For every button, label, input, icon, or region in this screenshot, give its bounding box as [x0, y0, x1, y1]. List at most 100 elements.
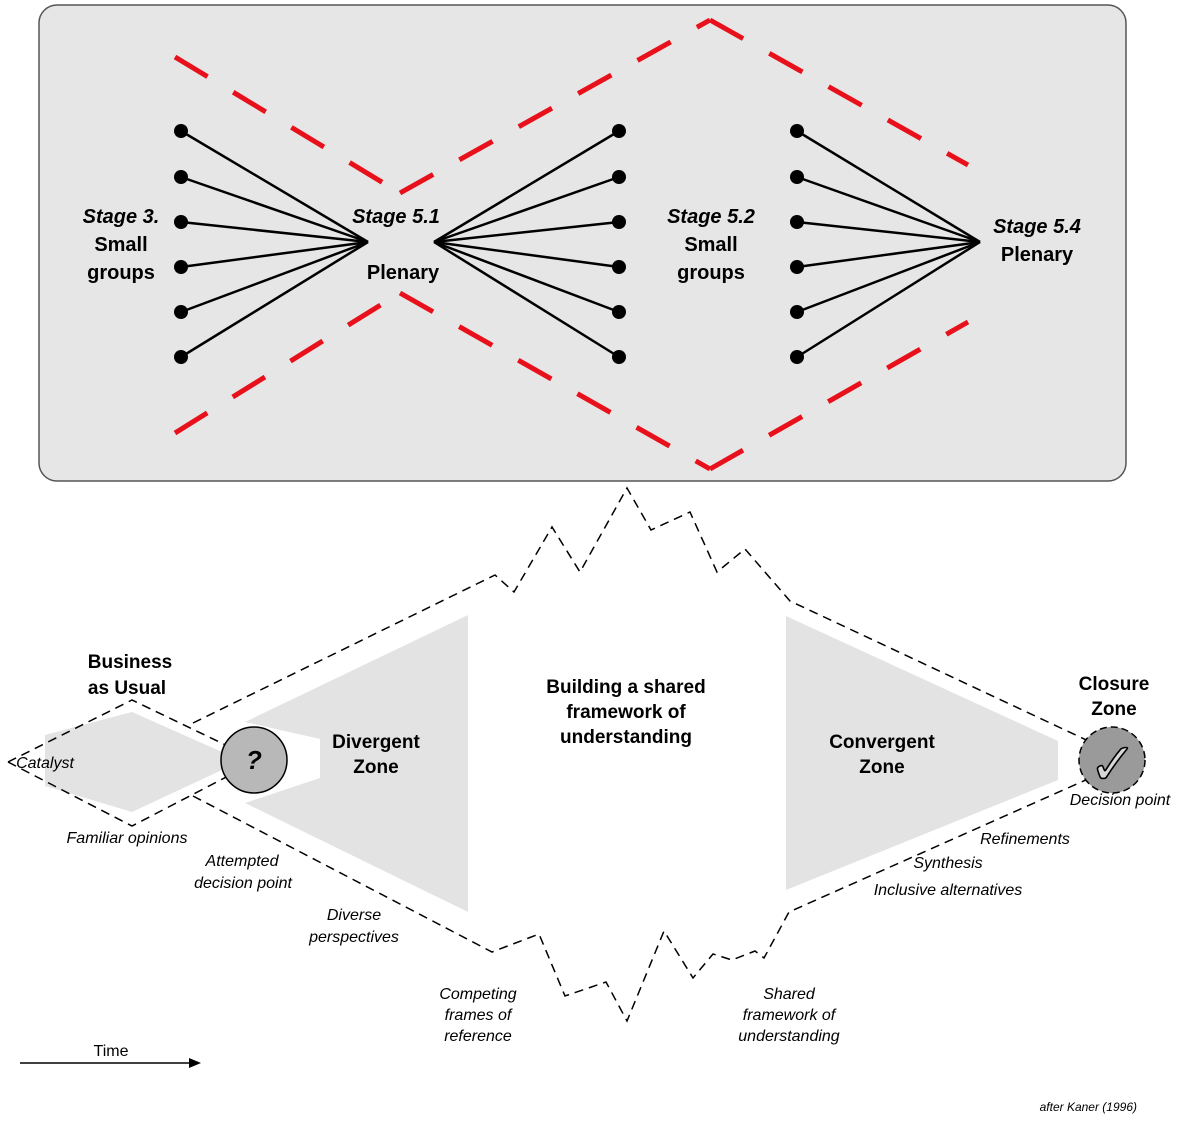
- group-dot: [174, 215, 188, 229]
- divergent-zone-shape: [245, 615, 468, 912]
- business-as-usual-label: as Usual: [88, 678, 166, 699]
- stage-5-1-subtitle: Plenary: [367, 262, 440, 284]
- convergent-zone-shape: [786, 616, 1058, 890]
- attempted-decision-point-label: Attempted: [205, 853, 280, 870]
- group-dot: [612, 170, 626, 184]
- red-dash-line: [398, 17, 712, 196]
- top-panel: Stage 3. Small groups Stage 5.1 Plenary …: [38, 4, 1127, 482]
- group-dot: [790, 124, 804, 138]
- decision-point-label: Decision point: [1070, 792, 1171, 809]
- spoke-line: [796, 240, 981, 314]
- stage-5-2-title: Stage 5.2: [667, 206, 755, 228]
- spoke-line: [180, 240, 369, 359]
- spoke-line: [433, 175, 620, 244]
- shared-framework-label: understanding: [738, 1028, 840, 1045]
- stage-5-4-title: Stage 5.4: [993, 216, 1081, 238]
- group-dot: [790, 215, 804, 229]
- upper-left-dash: [7, 699, 237, 763]
- stage-5-2-subtitle: Small: [684, 234, 737, 256]
- group-dot: [612, 124, 626, 138]
- spoke-line: [796, 220, 981, 244]
- closure-circle: [1078, 726, 1146, 794]
- red-dash-line: [173, 54, 397, 193]
- competing-frames-label: Competing: [439, 986, 516, 1003]
- stage-3-subtitle: Small: [94, 234, 147, 256]
- center-title: framework of: [566, 702, 686, 723]
- diverse-perspectives-label: Diverse: [327, 907, 381, 924]
- competing-frames-label: frames of: [445, 1007, 513, 1024]
- divergent-zone-label: Zone: [353, 757, 398, 778]
- spoke-line: [180, 129, 369, 244]
- group-dot: [612, 215, 626, 229]
- spoke-line: [796, 175, 981, 244]
- spoke-line: [796, 240, 981, 269]
- shared-framework-label: Shared: [763, 986, 816, 1003]
- red-dash-line: [708, 319, 970, 472]
- lower-left-dash: [7, 761, 237, 827]
- closure-zone-label: Zone: [1091, 699, 1136, 720]
- familiar-opinions-label: Familiar opinions: [67, 830, 188, 847]
- convergent-zone-label: Zone: [859, 757, 904, 778]
- spokes-stage-5-2: [433, 124, 626, 364]
- check-mark-icon: ✓: [1089, 732, 1138, 797]
- question-mark-icon: ?: [246, 745, 262, 775]
- spoke-line: [180, 240, 369, 269]
- spoke-line: [433, 240, 620, 359]
- synthesis-label: Synthesis: [913, 855, 982, 872]
- catalyst-label: Catalyst: [16, 755, 74, 772]
- time-arrow: Time: [20, 1043, 201, 1068]
- divergent-zone-label: Divergent: [332, 732, 420, 753]
- stage-5-2-subtitle: groups: [677, 262, 745, 284]
- red-dash-line: [708, 17, 970, 168]
- top-panel-box: [38, 4, 1127, 482]
- diamond-diagram: ? ✓ Business as Usual Catalyst Divergent…: [7, 486, 1171, 1114]
- group-dot: [174, 305, 188, 319]
- group-dot: [174, 124, 188, 138]
- time-label: Time: [94, 1043, 129, 1060]
- group-dot: [174, 350, 188, 364]
- spoke-line: [180, 175, 369, 244]
- closure-zone-label: Closure: [1079, 674, 1150, 695]
- lower-outline-dash: [192, 774, 1098, 1023]
- spoke-line: [796, 129, 981, 244]
- group-dot: [612, 260, 626, 274]
- spoke-line: [180, 220, 369, 244]
- group-dot: [790, 260, 804, 274]
- group-dot: [174, 170, 188, 184]
- stage-5-4-subtitle: Plenary: [1001, 244, 1074, 266]
- attempted-decision-circle: [220, 726, 288, 794]
- business-as-usual-shape: [45, 712, 222, 812]
- spoke-line: [433, 129, 620, 244]
- convergent-zone-label: Convergent: [829, 732, 935, 753]
- spoke-line: [180, 240, 369, 314]
- inclusive-alternatives-label: Inclusive alternatives: [874, 882, 1023, 899]
- red-dash-line: [173, 293, 397, 436]
- spokes-stage-5-4: [790, 124, 981, 364]
- refinements-label: Refinements: [980, 831, 1070, 848]
- center-title: understanding: [560, 727, 692, 748]
- group-dot: [174, 260, 188, 274]
- attempted-decision-point-label: decision point: [194, 875, 292, 892]
- spoke-line: [433, 220, 620, 244]
- spokes-stage-3: [174, 124, 369, 364]
- group-dot: [612, 305, 626, 319]
- stage-5-1-title: Stage 5.1: [352, 206, 440, 228]
- competing-frames-label: reference: [444, 1028, 512, 1045]
- group-dot: [790, 170, 804, 184]
- spoke-line: [433, 240, 620, 314]
- stage-3-title: Stage 3.: [83, 206, 160, 228]
- group-dot: [612, 350, 626, 364]
- business-as-usual-label: Business: [88, 652, 172, 673]
- shared-framework-label: framework of: [743, 1007, 837, 1024]
- center-title: Building a shared: [546, 677, 705, 698]
- stage-3-subtitle: groups: [87, 262, 155, 284]
- group-dot: [790, 305, 804, 319]
- time-arrow-head: [189, 1058, 201, 1068]
- diverse-perspectives-label: perspectives: [308, 929, 399, 946]
- group-dot: [790, 350, 804, 364]
- spoke-line: [433, 240, 620, 269]
- credit-label: after Kaner (1996): [1040, 1100, 1137, 1114]
- red-dash-line: [398, 290, 712, 472]
- spoke-line: [796, 240, 981, 359]
